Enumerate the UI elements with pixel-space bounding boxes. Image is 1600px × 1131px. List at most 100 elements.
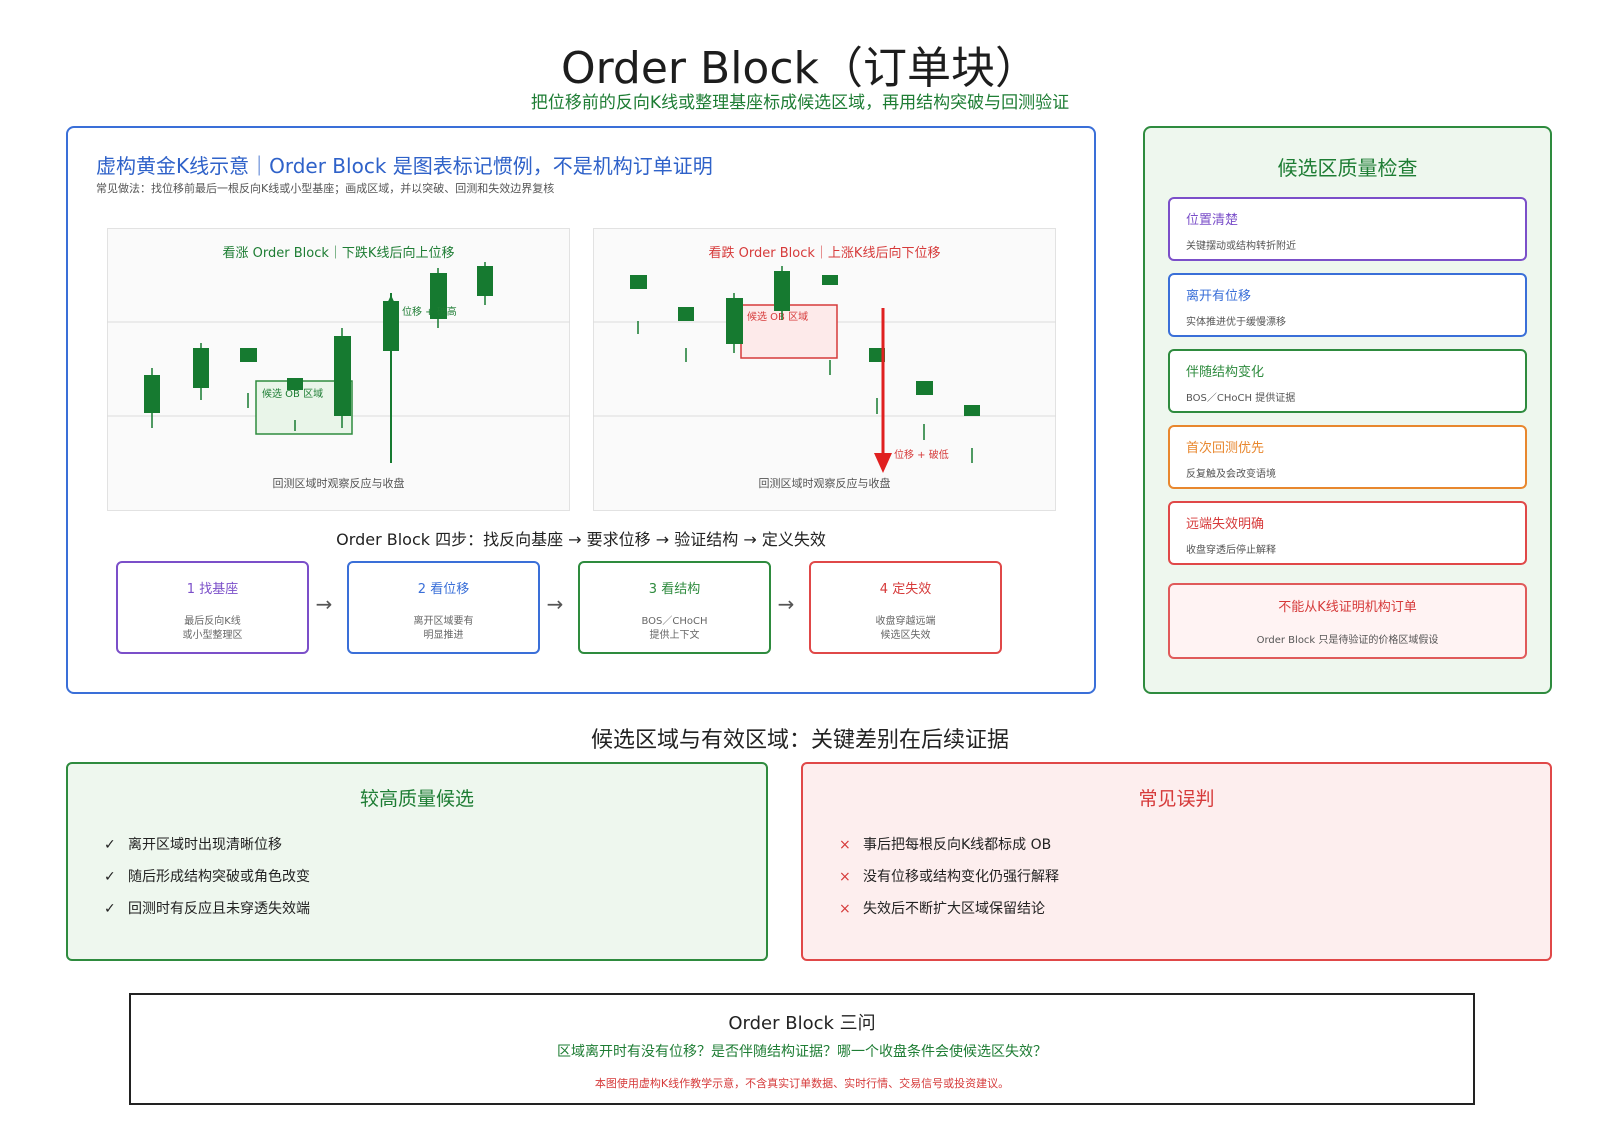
- three-questions-title: Order Block 三问: [728, 1013, 876, 1034]
- good-candidate-panel: 较高质量候选 ✓ 离开区域时出现清晰位移 ✓ 随后形成结构突破或角色改变 ✓ 回测时有…: [66, 762, 768, 961]
- bullish-move-label: 位移 + 破高: [402, 305, 457, 318]
- main-heading: 虚构黄金K线示意｜Order Block 是图表标记惯例，不是机构订单证明: [96, 154, 713, 178]
- step-desc-line: 最后反向K线: [184, 616, 241, 627]
- good-panel-title: 较高质量候选: [359, 788, 474, 810]
- list-item: ✓ 随后形成结构突破或角色改变: [104, 866, 310, 898]
- list-item-text: 失效后不断扩大区域保留结论: [863, 901, 1045, 917]
- candle: [678, 307, 694, 321]
- candle: [916, 381, 933, 395]
- qc-title: 伴随结构变化: [1186, 365, 1265, 380]
- bearish-chart: 候选 OB 区域 位移 + 破低: [593, 266, 1056, 473]
- candle: [240, 348, 257, 362]
- step-card-displacement: 2 看位移 离开区域要有明显推进: [347, 561, 540, 654]
- candle: [477, 266, 493, 296]
- bullish-chart: 候选 OB 区域 位移 + 破高: [107, 262, 570, 463]
- qc-title: 首次回测优先: [1186, 441, 1265, 456]
- common-mistakes-panel: 常见误判 × 事后把每根反向K线都标成 OB × 没有位移或结构变化仍强行解释 × 失…: [801, 762, 1552, 961]
- cross-icon: ×: [839, 869, 851, 885]
- bearish-chart-title: 看跌 Order Block｜上涨K线后向下位移: [708, 246, 941, 261]
- candle: [869, 348, 885, 362]
- step-desc-line: 离开区域要有: [413, 616, 474, 627]
- candle: [964, 405, 980, 416]
- qc-card-structure: 伴随结构变化 BOS／CHoCH 提供证据: [1168, 349, 1527, 413]
- list-item: × 没有位移或结构变化仍强行解释: [839, 866, 1059, 898]
- qc-desc: 关键摆动或结构转折附近: [1186, 241, 1296, 252]
- bullish-zone-label: 候选 OB 区域: [262, 387, 323, 400]
- step-desc-line: 明显推进: [423, 630, 464, 641]
- bad-list: × 事后把每根反向K线都标成 OB × 没有位移或结构变化仍强行解释 × 失效后不断扩…: [839, 834, 1059, 930]
- bearish-move-label: 位移 + 破低: [894, 448, 949, 461]
- candle: [287, 378, 303, 390]
- qc-desc: 收盘穿透后停止解释: [1186, 545, 1276, 556]
- check-icon: ✓: [104, 901, 116, 917]
- step-card-find-base: 1 找基座 最后反向K线或小型整理区: [116, 561, 309, 654]
- check-icon: ✓: [104, 837, 116, 853]
- candle: [822, 275, 838, 285]
- arrow-right-icon: →: [777, 592, 795, 616]
- step-desc-line: 或小型整理区: [182, 630, 243, 641]
- candle: [144, 375, 160, 413]
- arrow-right-icon: →: [315, 592, 333, 616]
- bearish-chart-footer: 回测区域时观察反应与收盘: [758, 477, 891, 490]
- page-subtitle: 把位移前的反向K线或整理基座标成候选区域，再用结构突破与回测验证: [530, 93, 1070, 113]
- bullish-chart-title: 看涨 Order Block｜下跌K线后向上位移: [222, 246, 455, 261]
- cross-icon: ×: [839, 837, 851, 853]
- step-desc-line: 候选区失效: [880, 630, 931, 641]
- candle: [383, 301, 399, 351]
- disclaimer: 本图使用虚构K线作教学示意，不含真实订单数据、实时行情、交易信号或投资建议。: [594, 1077, 1010, 1090]
- three-questions-box: Order Block 三问 区域离开时有没有位移？是否伴随结构证据？哪一个收盘…: [129, 993, 1475, 1105]
- qc-title: 位置清楚: [1186, 213, 1239, 228]
- qc-warning-desc: Order Block 只是待验证的价格区域假设: [1256, 635, 1439, 646]
- bearish-zone-label: 候选 OB 区域: [747, 310, 808, 323]
- candle: [630, 275, 647, 289]
- qc-title: 远端失效明确: [1186, 517, 1265, 532]
- list-item-text: 事后把每根反向K线都标成 OB: [863, 837, 1052, 853]
- candle: [774, 271, 790, 311]
- step-title: 1 找基座: [186, 582, 239, 597]
- list-item: ✓ 回测时有反应且未穿透失效端: [104, 898, 310, 930]
- qc-card-location: 位置清楚 关键摆动或结构转折附近: [1168, 197, 1527, 261]
- step-title: 4 定失效: [879, 582, 932, 597]
- three-questions-text: 区域离开时有没有位移？是否伴随结构证据？哪一个收盘条件会使候选区失效？: [557, 1044, 1047, 1060]
- quality-check-heading: 候选区质量检查: [1277, 156, 1418, 180]
- page-title: Order Block（订单块）: [560, 43, 1040, 94]
- qc-card-first-retest: 首次回测优先 反复触及会改变语境: [1168, 425, 1527, 489]
- candle: [726, 298, 743, 344]
- list-item: × 失效后不断扩大区域保留结论: [839, 898, 1059, 930]
- step-title: 3 看结构: [648, 582, 701, 597]
- qc-warning-title: 不能从K线证明机构订单: [1278, 600, 1417, 615]
- qc-card-displacement: 离开有位移 实体推进优于缓慢漂移: [1168, 273, 1527, 337]
- candle: [193, 348, 209, 388]
- compare-heading: 候选区域与有效区域：关键差别在后续证据: [590, 728, 1009, 753]
- list-item: × 事后把每根反向K线都标成 OB: [839, 834, 1059, 866]
- arrow-right-icon: →: [546, 592, 564, 616]
- qc-warning-card: 不能从K线证明机构订单 Order Block 只是待验证的价格区域假设: [1168, 583, 1527, 659]
- list-item-text: 随后形成结构突破或角色改变: [128, 869, 310, 885]
- bullish-displacement-arrow: [385, 295, 397, 308]
- steps-heading: Order Block 四步：找反向基座 → 要求位移 → 验证结构 → 定义失…: [336, 530, 826, 549]
- list-item-text: 离开区域时出现清晰位移: [128, 837, 282, 853]
- step-desc-line: 提供上下文: [649, 630, 700, 641]
- bearish-displacement-arrow-head: [874, 453, 892, 473]
- step-desc-line: 收盘穿越远端: [875, 616, 936, 627]
- candle: [334, 336, 351, 416]
- cross-icon: ×: [839, 901, 851, 917]
- check-icon: ✓: [104, 869, 116, 885]
- step-desc-line: BOS／CHoCH: [641, 616, 708, 627]
- qc-desc: 实体推进优于缓慢漂移: [1186, 317, 1286, 328]
- bullish-chart-footer: 回测区域时观察反应与收盘: [272, 477, 405, 490]
- bad-panel-title: 常见误判: [1138, 788, 1215, 810]
- qc-desc: 反复触及会改变语境: [1186, 469, 1276, 480]
- list-item-text: 回测时有反应且未穿透失效端: [128, 901, 310, 917]
- candle: [430, 273, 447, 319]
- list-item-text: 没有位移或结构变化仍强行解释: [863, 869, 1059, 885]
- good-list: ✓ 离开区域时出现清晰位移 ✓ 随后形成结构突破或角色改变 ✓ 回测时有反应且未穿透失…: [104, 834, 310, 930]
- qc-title: 离开有位移: [1186, 289, 1252, 304]
- step-card-structure: 3 看结构 BOS／CHoCH 提供上下文: [578, 561, 771, 654]
- step-title: 2 看位移: [417, 582, 470, 597]
- main-note: 常见做法：找位移前最后一根反向K线或小型基座；画成区域，并以突破、回测和失效边界…: [96, 182, 555, 195]
- step-card-invalidation: 4 定失效 收盘穿越远端候选区失效: [809, 561, 1002, 654]
- list-item: ✓ 离开区域时出现清晰位移: [104, 834, 310, 866]
- qc-desc: BOS／CHoCH 提供证据: [1186, 393, 1296, 404]
- qc-card-invalidation: 远端失效明确 收盘穿透后停止解释: [1168, 501, 1527, 565]
